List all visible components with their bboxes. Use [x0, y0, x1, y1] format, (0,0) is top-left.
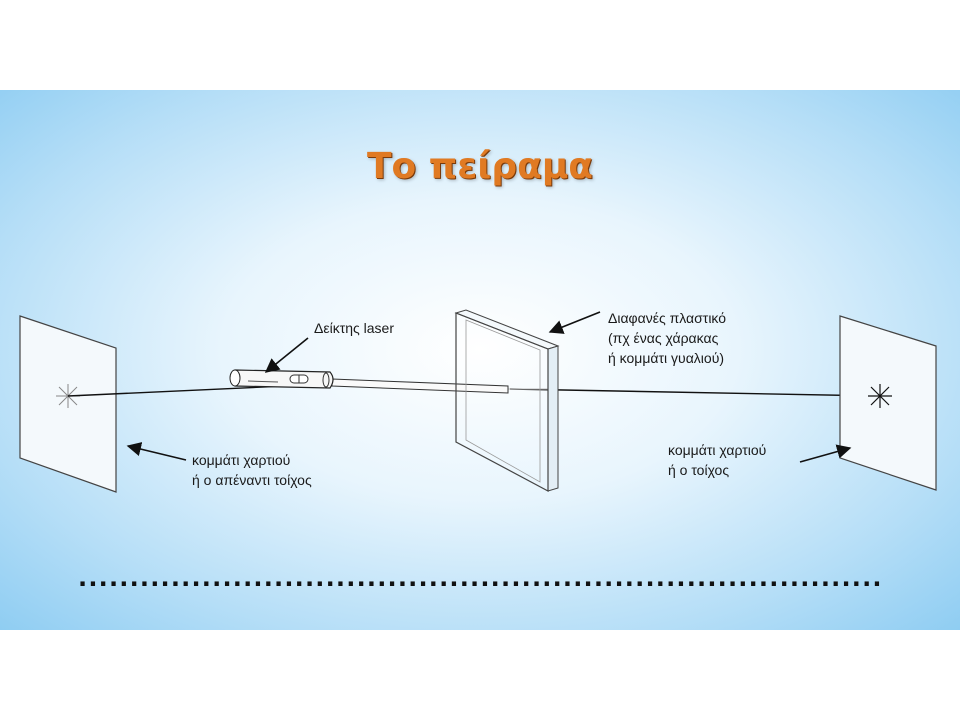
laser-beam-rod	[331, 378, 509, 394]
laser-pointer	[229, 369, 334, 389]
laser-arrow	[264, 337, 309, 373]
right-light-spot-icon	[868, 384, 892, 408]
plastic-arrow	[548, 311, 601, 334]
plastic-label: Διαφανές πλαστικό (πχ ένας χάρακας ή κομ…	[608, 310, 727, 366]
laser-pointer-label: Δείκτης laser	[314, 320, 395, 336]
page-title: Το πείραμα	[366, 146, 594, 187]
left-paper-arrow	[126, 442, 187, 461]
right-paper-screen	[839, 315, 937, 491]
right-paper-arrow	[799, 444, 852, 463]
left-paper-label: κομμάτι χαρτιού ή ο απέναντι τοίχος	[192, 452, 312, 488]
answer-dotted-line: ........................................…	[78, 568, 884, 588]
transparent-plastic-plate	[454, 309, 560, 492]
laser-beam-right	[509, 388, 881, 397]
slide-background	[0, 90, 960, 630]
right-paper-label: κομμάτι χαρτιού ή ο τοίχος	[668, 442, 767, 478]
